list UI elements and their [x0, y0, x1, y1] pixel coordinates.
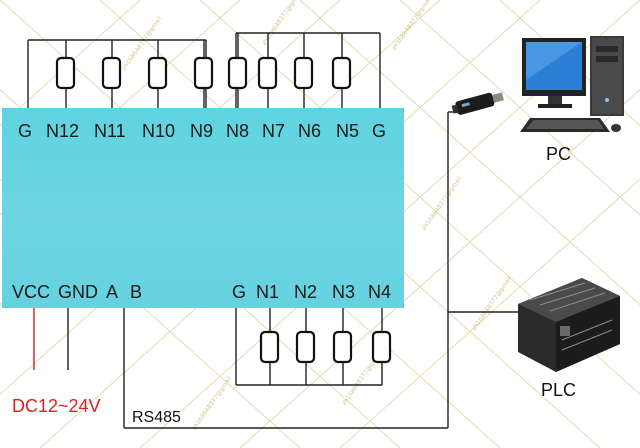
pin-label: N1	[256, 282, 280, 302]
pin-label: N10	[142, 121, 176, 141]
pin-label: N7	[262, 121, 286, 141]
resistor-icon	[259, 330, 280, 364]
pin-label: N11	[94, 121, 126, 141]
pin-label: N4	[368, 282, 392, 302]
pin-label: G	[232, 282, 247, 302]
pin-label: N3	[332, 282, 356, 302]
resistor-icon	[55, 56, 76, 90]
pc-label: PC	[546, 144, 572, 164]
pin-label: G	[18, 121, 33, 141]
resistor-icon	[257, 56, 278, 90]
resistor-icon	[371, 330, 392, 364]
pin-label: N6	[298, 121, 322, 141]
power-supply-label: DC12~24V	[12, 396, 101, 416]
resistor-icon	[101, 56, 122, 90]
pin-label: N12	[46, 121, 80, 141]
pin-label: B	[130, 282, 143, 302]
pin-label: N8	[226, 121, 250, 141]
pin-label: A	[106, 282, 119, 302]
plc-label: PLC	[541, 380, 577, 400]
pin-label: N2	[294, 282, 318, 302]
resistor-icon	[293, 56, 314, 90]
pin-label: VCC	[12, 282, 51, 302]
resistor-icon	[332, 330, 353, 364]
rs485-label: RS485	[132, 409, 181, 426]
pin-label: N9	[190, 121, 214, 141]
resistor-icon	[331, 56, 352, 90]
pin-label: G	[372, 121, 387, 141]
resistor-icon	[193, 56, 214, 90]
pin-label: N5	[336, 121, 360, 141]
resistor-icon	[227, 56, 248, 90]
relay-module-body	[2, 108, 404, 308]
resistor-icon	[147, 56, 168, 90]
resistor-icon	[295, 330, 316, 364]
pin-label: GND	[58, 282, 98, 302]
